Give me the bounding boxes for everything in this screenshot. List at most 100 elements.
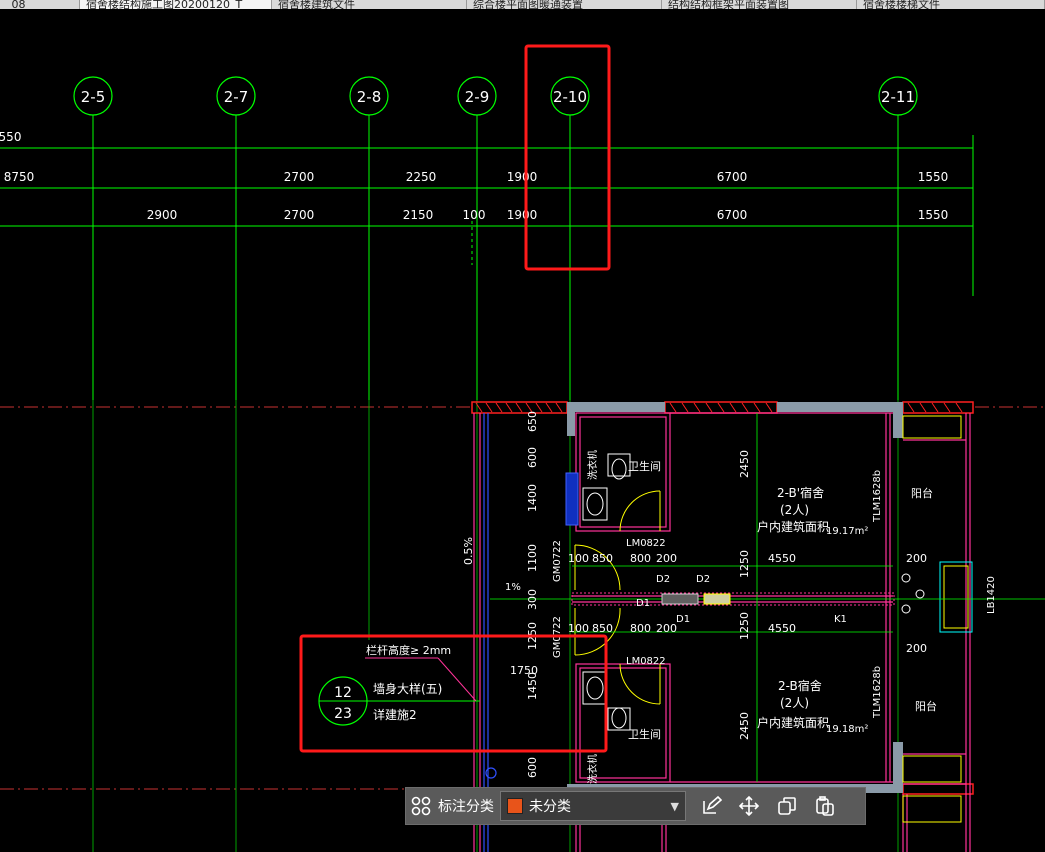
dimension-text: 850 [592, 552, 613, 565]
annotation-category-select[interactable]: 未分类 ▼ [500, 791, 686, 821]
axis-bubbles [73, 76, 918, 116]
document-tab-active[interactable]: 宿舍楼结构施工图20200120_T [80, 0, 272, 9]
dimension-text: 200 [906, 642, 927, 655]
floor-plan [471, 401, 1045, 852]
category-color-swatch [507, 798, 523, 814]
door-tag: LM0822 [626, 656, 666, 667]
callout-reference: 详建施2 [373, 707, 417, 722]
annotation-category-label: 标注分类 [438, 799, 494, 815]
dimension-text: 8750 [4, 170, 35, 184]
dimension-text: 6700 [717, 208, 748, 222]
door-tag: D2 [656, 574, 670, 585]
dimension-text: 650 [526, 411, 539, 432]
cad-drawing-canvas[interactable]: 2-5 2-7 2-8 2-9 2-10 2-11 550 8750 2700 … [0, 9, 1045, 852]
paste-icon [816, 796, 834, 816]
dimension-text: 100 [463, 208, 486, 222]
document-tab[interactable]: 宿舍楼建筑文件 [272, 0, 467, 9]
move-button[interactable] [734, 791, 764, 821]
document-tab[interactable]: 宿舍楼楼梯文件 [857, 0, 1045, 9]
dimension-text: 300 [526, 589, 539, 610]
room-label-balcony: 阳台 [915, 699, 937, 713]
dimension-text: 4550 [768, 622, 796, 635]
window-tag: K1 [834, 614, 847, 625]
dashed-grid-lines [0, 406, 1045, 790]
dimension-text: 200 [656, 622, 677, 635]
dimension-text: 1250 [738, 612, 751, 640]
axis-label: 2-8 [357, 88, 382, 106]
dimension-text: 2250 [406, 170, 437, 184]
door-tag: LM0822 [626, 538, 666, 549]
grid-menu-icon[interactable] [406, 791, 436, 821]
axis-grid [92, 115, 899, 400]
dimension-text: 1550 [918, 170, 949, 184]
document-tab[interactable]: _08 [0, 0, 80, 9]
dimension-text: 1750 [510, 664, 538, 677]
dimension-text: 1450 [526, 672, 539, 700]
axis-label: 2-9 [465, 88, 490, 106]
axis-lines-lower [92, 400, 899, 852]
dimension-text: 100 [568, 622, 589, 635]
edit-icon [703, 795, 722, 814]
dimension-text: 1900 [507, 208, 538, 222]
highlight-box-axis [524, 44, 611, 271]
dimension-text: 2900 [147, 208, 178, 222]
dimension-text: 600 [526, 447, 539, 468]
dimension-text: 100 [568, 552, 589, 565]
room-area-label: 户内建筑面积 [757, 715, 829, 730]
window-tag: TLM1628b [872, 666, 883, 719]
dimension-text: 550 [0, 130, 21, 144]
edit-button[interactable] [696, 791, 726, 821]
callout-title: 墙身大样(五) [373, 681, 442, 696]
dimension-text: 800 [630, 552, 651, 565]
room-occupancy: (2人) [780, 696, 809, 710]
document-tab-bar: _08 宿舍楼结构施工图20200120_T 宿舍楼建筑文件 综合楼平面图暖通装… [0, 0, 1045, 9]
chevron-down-icon: ▼ [670, 799, 679, 813]
dimension-text: 1900 [507, 170, 538, 184]
move-icon [738, 795, 760, 817]
room-area-label: 户内建筑面积 [757, 519, 829, 534]
dimension-text: 1550 [918, 208, 949, 222]
room-name: 2-B'宿舍 [777, 485, 824, 500]
dimension-text: 800 [630, 622, 651, 635]
room-area: 19.17m² [826, 526, 868, 537]
dimension-text: 200 [656, 552, 677, 565]
fixture-tag: 洗衣机 [586, 754, 599, 784]
room-label-bath: 卫生间 [628, 727, 661, 741]
highlight-box-callout [299, 634, 608, 753]
dimension-lines [0, 135, 974, 296]
room-occupancy: (2人) [780, 503, 809, 517]
detail-sheet: 23 [334, 706, 352, 722]
slope-tag: 1% [505, 582, 521, 593]
door-tag: D1 [636, 598, 650, 609]
dimension-text: 2450 [738, 712, 751, 740]
dimension-text: 2700 [284, 170, 315, 184]
door-tag: D1 [676, 614, 690, 625]
room-area: 19.18m² [826, 724, 868, 735]
axis-label: 2-10 [553, 88, 587, 106]
dimension-text: 4550 [768, 552, 796, 565]
slope-tag: 0.5% [462, 537, 475, 565]
wall-detail-callout[interactable]: 12 23 栏杆高度≥ 2mm 墙身大样(五) 详建施2 [318, 643, 480, 726]
room-label-balcony: 阳台 [911, 486, 933, 500]
dimension-text: 1100 [526, 544, 539, 572]
dimension-text: 2150 [403, 208, 434, 222]
dimension-text: 1400 [526, 484, 539, 512]
detail-number: 12 [334, 685, 352, 701]
door-tag: GM0722 [552, 540, 563, 582]
axis-label: 2-11 [881, 88, 915, 106]
window-tag: TLM1628b [872, 470, 883, 523]
room-name: 2-B宿舍 [778, 678, 822, 693]
document-tab[interactable]: 综合楼平面图暖通装置 [467, 0, 662, 9]
door-tag: D2 [696, 574, 710, 585]
copy-button[interactable] [772, 791, 802, 821]
dimension-text: 1250 [738, 550, 751, 578]
window-tag: LB1420 [986, 576, 997, 614]
copy-icon [778, 797, 796, 815]
paste-button[interactable] [810, 791, 840, 821]
callout-note: 栏杆高度≥ 2mm [366, 643, 451, 657]
dimension-text: 2700 [284, 208, 315, 222]
dimension-text: 200 [906, 552, 927, 565]
dimension-text: 850 [592, 622, 613, 635]
axis-label: 2-5 [81, 88, 106, 106]
document-tab[interactable]: 结构结构框架平面装置图 [662, 0, 857, 9]
